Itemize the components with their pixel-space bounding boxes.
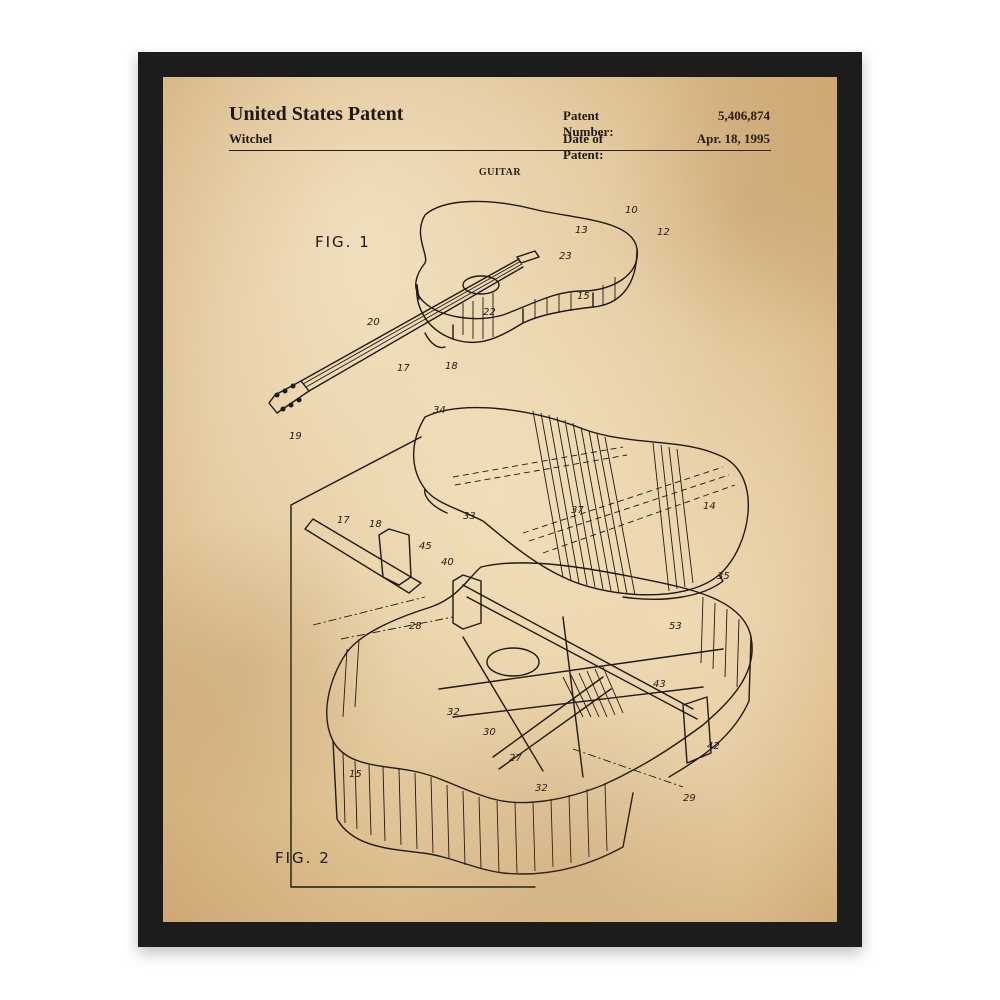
ref-29: 29 — [683, 793, 696, 804]
fig2-tail-block — [682, 696, 712, 764]
patent-title: United States Patent — [229, 103, 404, 125]
fig2-bracket — [290, 436, 536, 888]
fig1-guitar: FIG. 1 10 12 13 15 22 23 20 17 18 19 — [268, 200, 670, 442]
fig1-side-shading — [462, 277, 616, 339]
ref-32b: 32 — [535, 783, 548, 794]
ref-30: 30 — [483, 727, 496, 738]
ref-20: 20 — [367, 317, 380, 328]
fig2-rim-inner — [668, 636, 752, 778]
ref-19: 19 — [289, 431, 302, 442]
fig2-sound-hole — [486, 647, 540, 677]
fig1-body-top — [415, 200, 638, 320]
ref-22: 22 — [483, 307, 496, 318]
fig1-sound-hole — [462, 275, 500, 295]
fig2-label: FIG. 2 — [275, 849, 331, 867]
ref-32: 32 — [447, 707, 460, 718]
fig1-neck — [300, 258, 524, 392]
ref-10: 10 — [625, 205, 638, 216]
patent-drawing: FIG. 1 10 12 13 15 22 23 20 17 18 19 — [268, 200, 753, 888]
ref-14: 14 — [703, 501, 716, 512]
fig1-bridge — [516, 250, 540, 264]
fig2-body-outline — [326, 562, 753, 804]
fig2-exploded-guitar: FIG. 2 34 33 37 14 35 17 18 45 40 28 53 … — [275, 405, 753, 888]
header-rule — [229, 150, 771, 151]
fig2-neck-heel — [378, 528, 412, 586]
ref-18: 18 — [445, 361, 458, 372]
ref-34: 34 — [433, 405, 446, 416]
ref-17b: 17 — [337, 515, 350, 526]
fig1-strings — [302, 260, 523, 388]
patent-number-label: Patent Number: — [563, 108, 614, 139]
inventor-name: Witchel — [229, 131, 273, 146]
ref-13: 13 — [575, 225, 588, 236]
fig2-top-braces — [452, 446, 736, 554]
fig1-headstock — [268, 380, 310, 414]
fig1-label: FIG. 1 — [315, 233, 371, 251]
fig2-side-hatching — [342, 596, 740, 874]
fig2-alignment-lines — [312, 596, 684, 788]
fig2-top-plate — [413, 406, 749, 596]
fig1-tuning-pegs — [274, 383, 302, 412]
fig2-inner-shading — [562, 666, 624, 718]
fig1-body-side — [416, 248, 638, 344]
ref-43: 43 — [653, 679, 666, 690]
ref-27: 27 — [509, 753, 522, 764]
ref-40: 40 — [441, 557, 454, 568]
patent-number-value: 5,406,874 — [718, 108, 770, 123]
patent-date-value: Apr. 18, 1995 — [696, 131, 770, 146]
ref-37: 37 — [571, 505, 584, 516]
ref-45: 45 — [419, 541, 432, 552]
ref-42: 42 — [707, 741, 720, 752]
ref-53: 53 — [669, 621, 682, 632]
fig2-reference-numerals: 34 33 37 14 35 17 18 45 40 28 53 43 32 3… — [337, 405, 730, 804]
invention-title: GUITAR — [478, 167, 522, 178]
fig1-heel — [424, 332, 446, 349]
fig2-body-outline-lower — [332, 740, 634, 875]
fig2-tension-rod — [462, 584, 698, 720]
ref-23: 23 — [559, 251, 572, 262]
ref-28: 28 — [409, 621, 422, 632]
ref-15b: 15 — [349, 769, 362, 780]
ref-18b: 18 — [369, 519, 382, 530]
ref-33: 33 — [463, 511, 476, 522]
ref-35: 35 — [717, 571, 730, 582]
ref-12: 12 — [657, 227, 670, 238]
fig2-neck — [304, 518, 422, 594]
ref-15: 15 — [577, 291, 590, 302]
fig1-reference-numerals: 10 12 13 15 22 23 20 17 18 19 — [289, 205, 670, 442]
fig2-top-plate-edge — [424, 488, 724, 600]
fig2-top-shading — [532, 410, 694, 596]
fig1-body-side-lower — [416, 284, 594, 340]
ref-17: 17 — [397, 363, 410, 374]
fig2-neck-block — [452, 574, 482, 630]
patent-print: United States Patent Witchel Patent Numb… — [163, 77, 837, 922]
